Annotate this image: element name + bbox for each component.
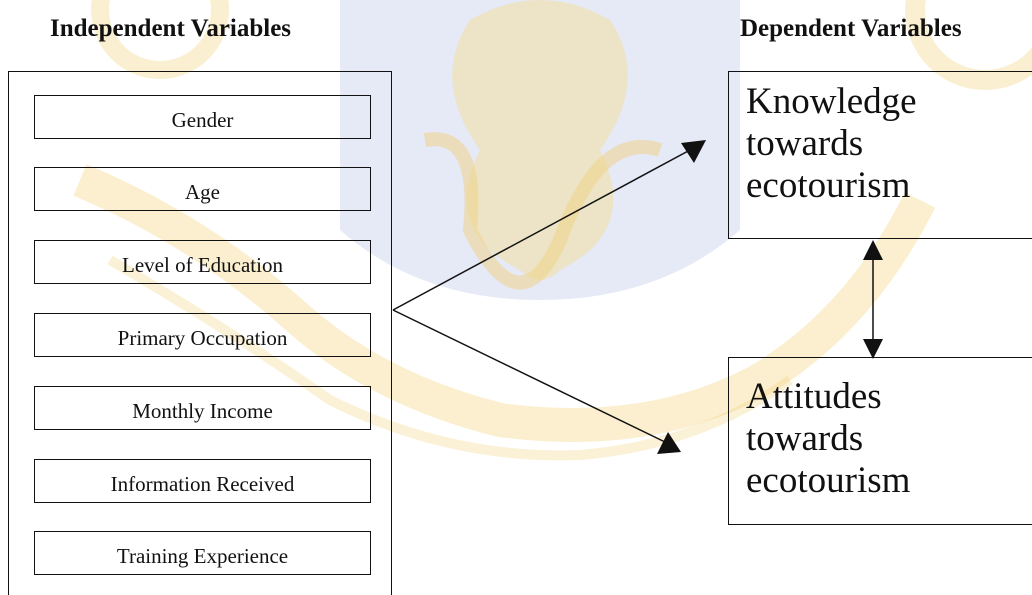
information-received-box: Information Received: [34, 459, 371, 503]
attitudes-line-2: towards: [746, 418, 864, 459]
primary-occupation-box: Primary Occupation: [34, 313, 371, 357]
knowledge-towards-ecotourism-box: Knowledge towards ecotourism: [728, 71, 1032, 239]
gender-box: Gender: [34, 95, 371, 139]
independent-variables-group: [8, 71, 392, 595]
attitudes-line-1: Attitudes: [746, 376, 882, 417]
arrow-to-knowledge: [392, 149, 691, 311]
knowledge-line-1: Knowledge: [746, 81, 917, 122]
monthly-income-box: Monthly Income: [34, 386, 371, 430]
level-of-education-box: Level of Education: [34, 240, 371, 284]
training-experience-box: Training Experience: [34, 531, 371, 575]
attitudes-line-3: ecotourism: [746, 460, 911, 501]
arrowhead-attitudes: [657, 432, 681, 454]
independent-variables-heading: Independent Variables: [50, 15, 292, 42]
arrowhead-knowledge: [681, 140, 706, 163]
knowledge-line-3: ecotourism: [746, 165, 911, 206]
arrowhead-down: [863, 339, 883, 359]
age-box: Age: [34, 167, 371, 211]
arrowhead-up: [863, 240, 883, 260]
attitudes-towards-ecotourism-box: Attitudes towards ecotourism: [728, 357, 1032, 525]
knowledge-line-2: towards: [746, 123, 864, 164]
dependent-variables-heading: Dependent Variables: [740, 15, 962, 42]
arrow-to-attitudes: [392, 309, 666, 443]
